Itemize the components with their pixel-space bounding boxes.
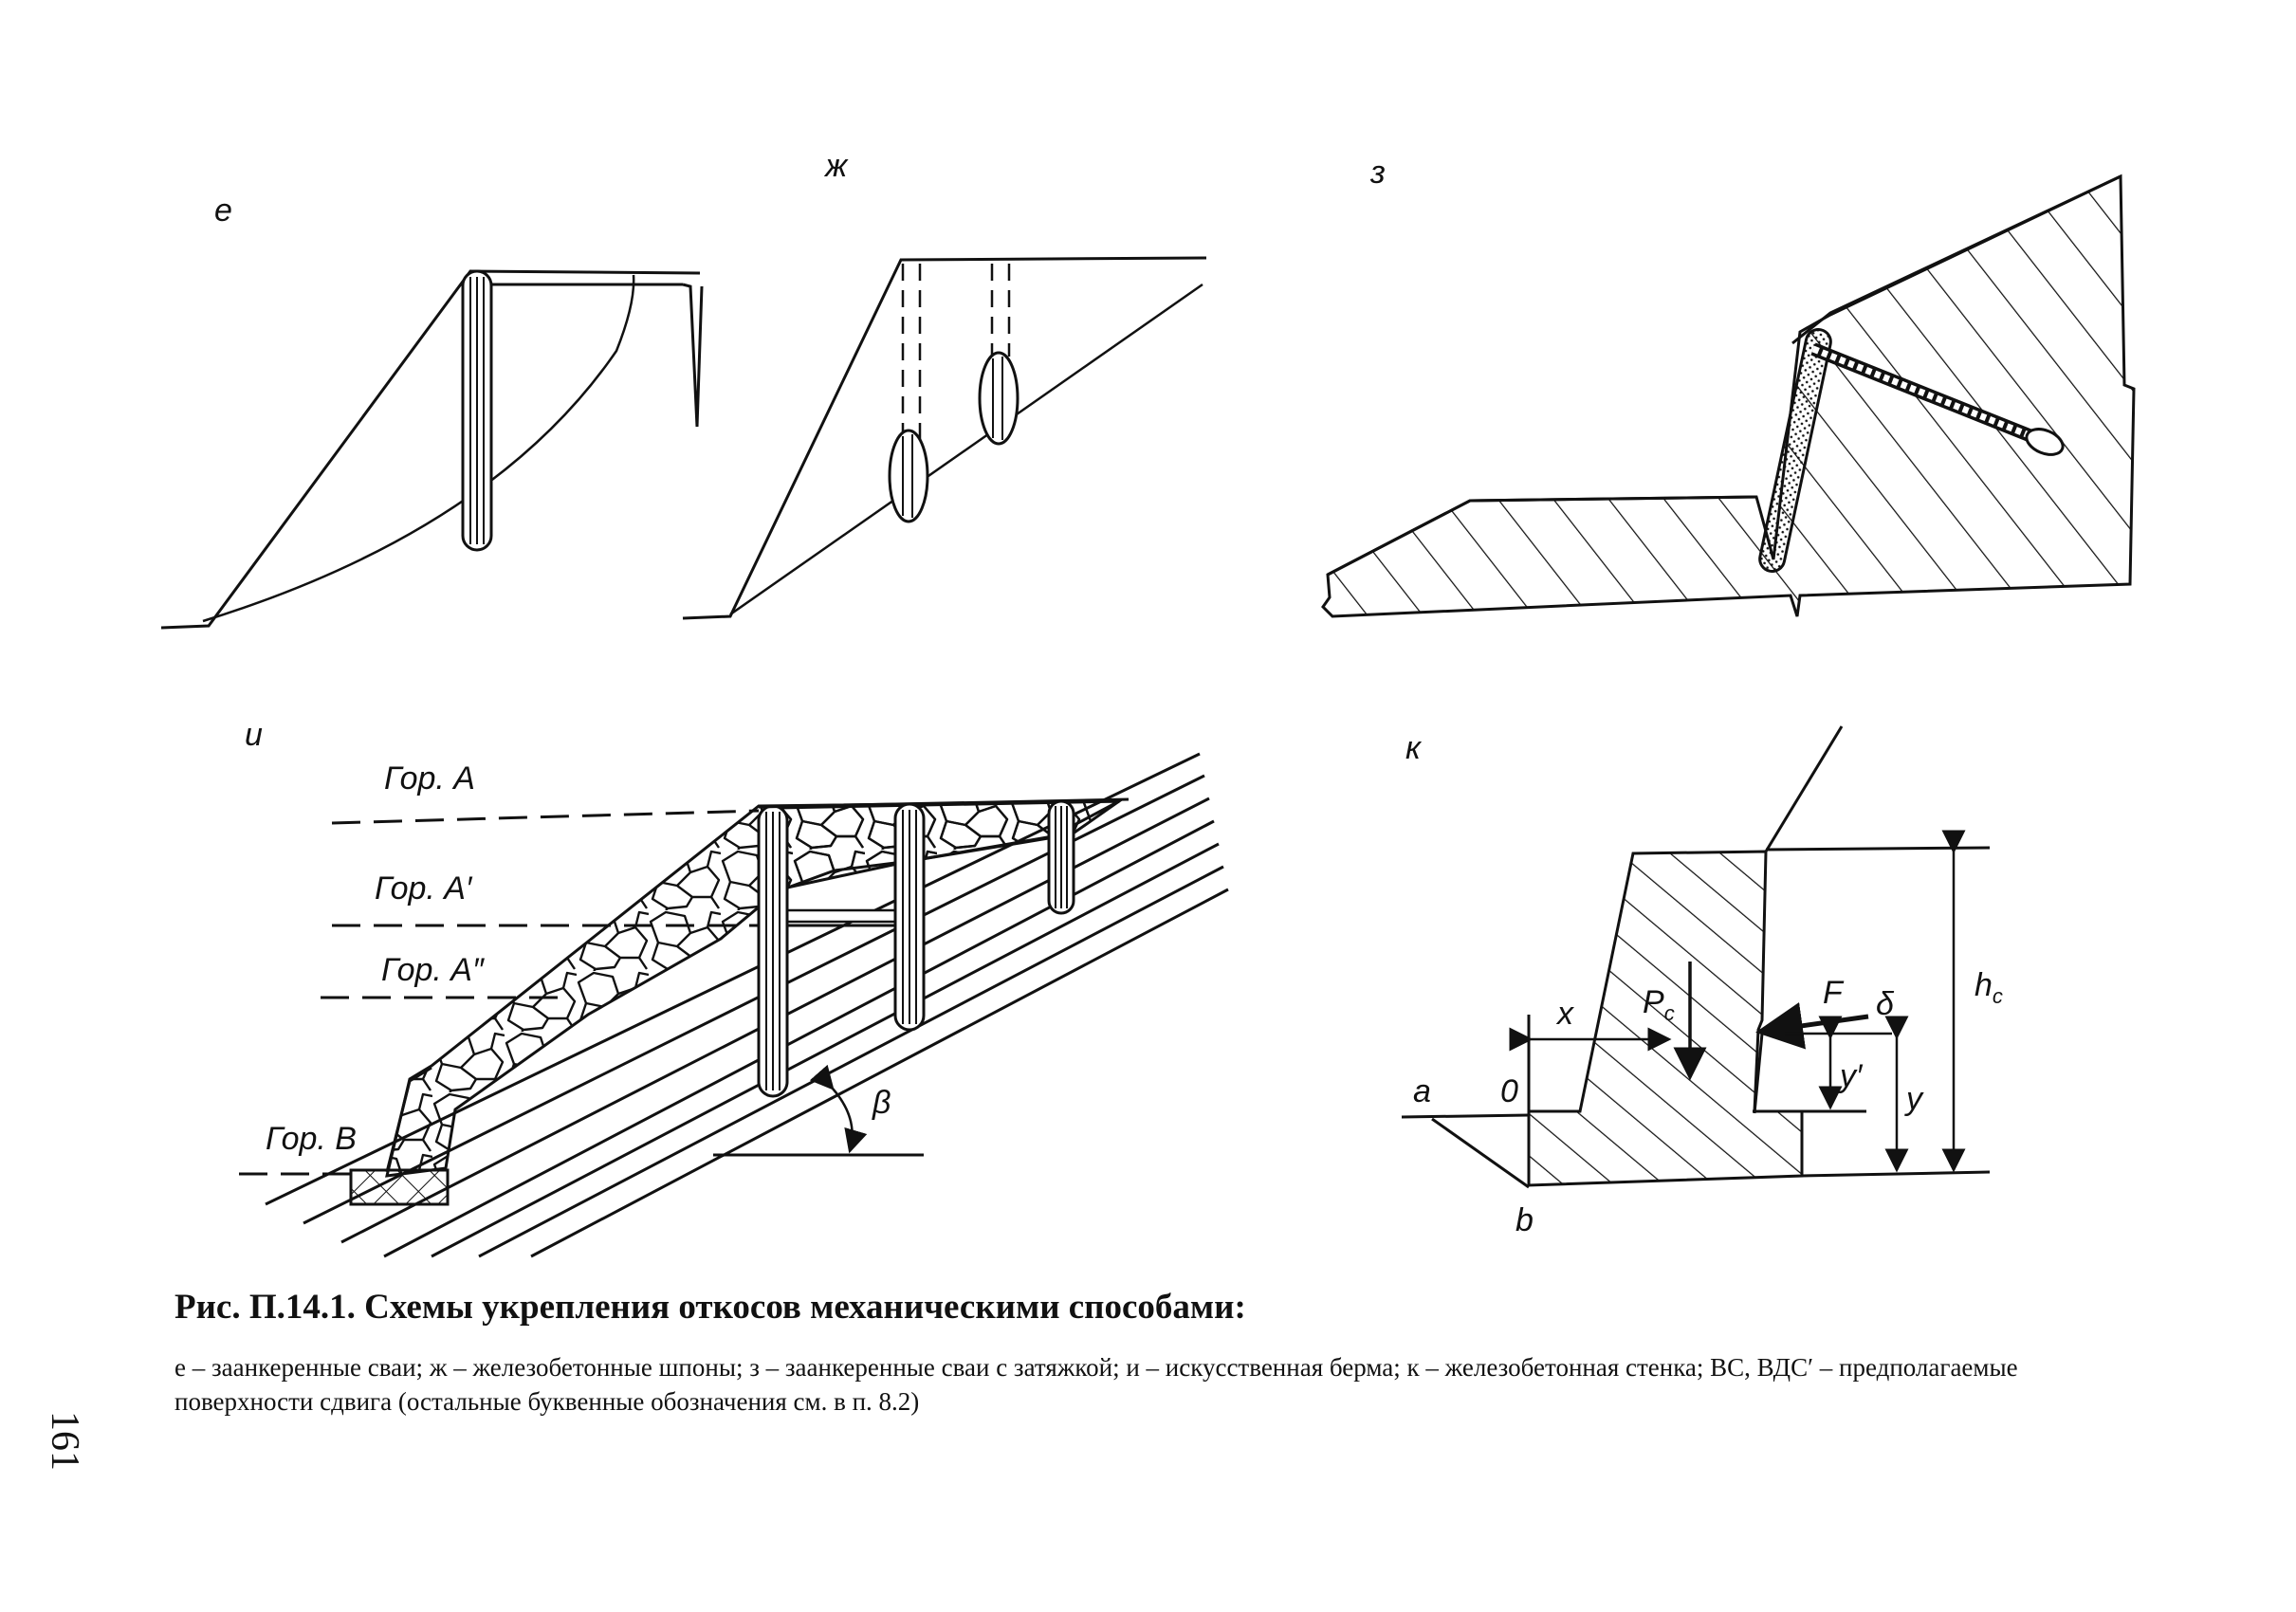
label-a: a [1413, 1073, 1431, 1109]
level-a-double-prime: Гор. А″ [381, 952, 485, 988]
angle-arc-beta [809, 1064, 868, 1154]
panel-z: з [1321, 155, 2136, 618]
label-hc-sub: c [1993, 984, 2003, 1008]
svg-text:hc: hc [1975, 967, 2003, 1008]
panel-e: е [160, 192, 704, 630]
angle-beta: β [872, 1085, 891, 1121]
stone-berm [385, 799, 1124, 1178]
panel-label-zh: ж [823, 148, 849, 184]
svg-text:Pc: Pc [1643, 984, 1675, 1025]
panel-label-z: з [1369, 155, 1386, 191]
label-hc: h [1975, 967, 1993, 1003]
label-b: b [1515, 1202, 1534, 1238]
panel-k: к x Pc F δ hc y′ y a 0 b [1401, 725, 2003, 1238]
label-x: x [1555, 996, 1574, 1032]
level-a: Гор. А [384, 760, 475, 797]
panel-label-k: к [1405, 730, 1423, 766]
label-f: F [1823, 975, 1845, 1011]
level-b: Гор. В [266, 1121, 357, 1157]
label-delta: δ [1876, 986, 1895, 1022]
concrete-dowel-upper [978, 351, 1019, 446]
label-pc: P [1643, 984, 1664, 1020]
label-y-prime: y′ [1838, 1058, 1864, 1094]
figure-caption-title: Рис. П.14.1. Схемы укрепления откосов ме… [174, 1288, 1246, 1327]
figure-caption-text: е – заанкеренные сваи; ж – железобетонны… [174, 1353, 2018, 1416]
slope-outline-zh [682, 256, 1207, 620]
label-zero: 0 [1500, 1073, 1518, 1109]
panel-label-e: е [214, 192, 232, 229]
slope-outline-e [160, 269, 701, 630]
level-a-prime: Гор. А′ [375, 870, 473, 907]
panel-i: и [239, 717, 1229, 1258]
panel-label-i: и [245, 717, 263, 753]
tie-anchor [2025, 428, 2065, 456]
anchor-rod-e [682, 283, 704, 428]
page-number: 161 [43, 1411, 86, 1471]
label-y: y [1904, 1081, 1924, 1117]
berm-strut [776, 908, 912, 924]
toe-block [349, 1168, 450, 1206]
pile-with-tie [1758, 328, 1832, 573]
panel-zh: ж [682, 148, 1207, 620]
label-pc-sub: c [1664, 1001, 1675, 1025]
concrete-dowel-lower [888, 429, 929, 523]
soil-mass-z [1321, 174, 2136, 618]
slip-surface-zh [729, 283, 1203, 616]
slip-surface-e [202, 274, 635, 623]
